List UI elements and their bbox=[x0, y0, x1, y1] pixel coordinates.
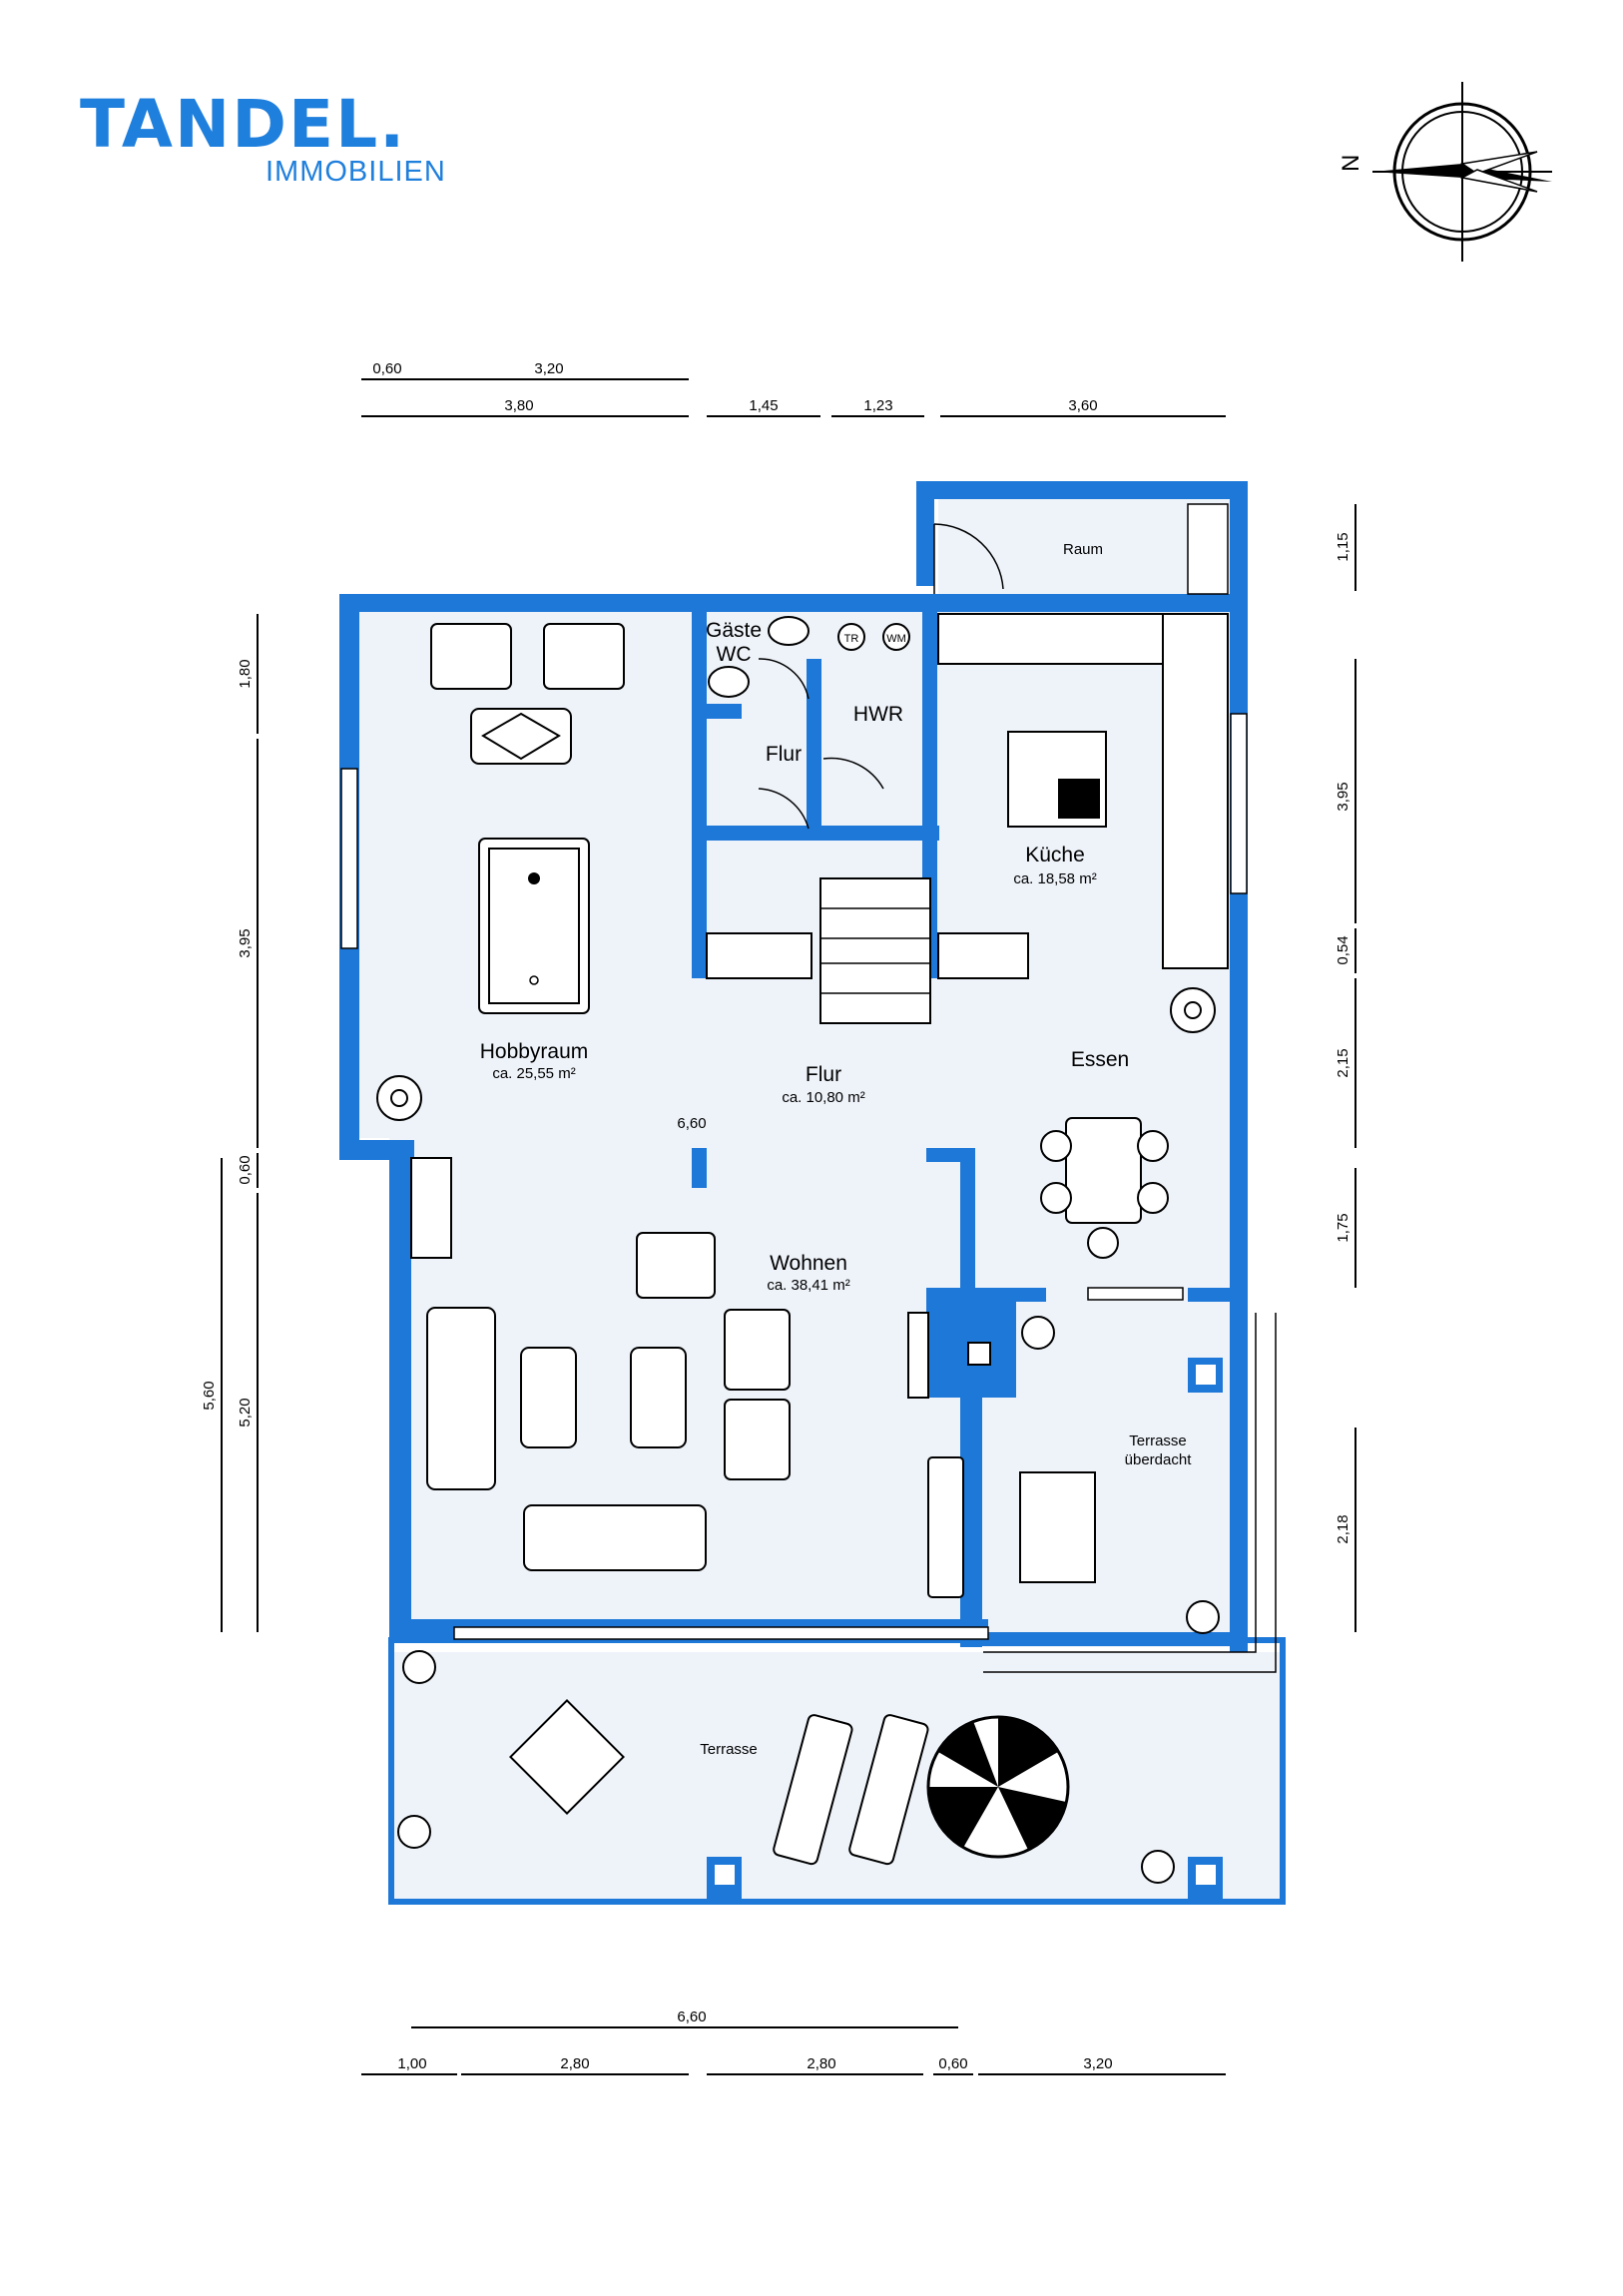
dim-left-1-80: 1,80 bbox=[237, 659, 254, 688]
outdoor-table-icon bbox=[1019, 1471, 1096, 1583]
dim-bottom-0-60: 0,60 bbox=[938, 2055, 967, 2072]
dim-left-5-20: 5,20 bbox=[237, 1398, 254, 1427]
compass-north-label: N bbox=[1338, 155, 1364, 172]
washer-icon: TR WM bbox=[837, 623, 910, 651]
room-hwr-label: HWR bbox=[853, 703, 903, 726]
terrace-railing bbox=[983, 1313, 1277, 1673]
room-kueche-label: Küche bbox=[1025, 844, 1085, 866]
toilet-icon bbox=[708, 616, 810, 698]
plant-icon bbox=[376, 987, 1220, 1884]
dim-top-3-80: 3,80 bbox=[504, 397, 533, 414]
dim-right-1-75: 1,75 bbox=[1335, 1213, 1352, 1242]
parasol-icon bbox=[926, 1715, 1070, 1859]
dim-bottom-6-60: 6,60 bbox=[677, 2009, 706, 2025]
room-labels: Raum Gäste WC HWR Flur Küche ca. 18,58 m… bbox=[480, 541, 1192, 1758]
compass-icon: N bbox=[1338, 82, 1552, 262]
dim-top-1-45: 1,45 bbox=[749, 397, 778, 414]
billiard-table-icon bbox=[478, 838, 590, 1014]
dining-table-icon bbox=[1040, 1117, 1169, 1259]
walls bbox=[339, 481, 1286, 1905]
dim-right-0-54: 0,54 bbox=[1335, 935, 1352, 964]
garden-table-icon bbox=[509, 1699, 625, 1815]
dim-right-1-15: 1,15 bbox=[1335, 532, 1352, 561]
room-wohnen-area: ca. 38,41 m² bbox=[767, 1277, 849, 1294]
room-essen-label: Essen bbox=[1071, 1048, 1129, 1071]
dim-bottom-2-80b: 2,80 bbox=[807, 2055, 835, 2072]
dimension-labels: 0,60 3,20 3,80 1,45 1,23 3,60 6,60 1,00 … bbox=[201, 360, 1352, 2072]
dim-bottom-3-20: 3,20 bbox=[1083, 2055, 1112, 2072]
room-gaeste-wc-label-1: Gäste bbox=[706, 619, 762, 642]
room-flur-label: Flur bbox=[806, 1063, 841, 1086]
dryer-label: TR bbox=[844, 633, 859, 645]
dim-top-3-60: 3,60 bbox=[1068, 397, 1097, 414]
room-flur-area: ca. 10,80 m² bbox=[782, 1089, 864, 1106]
kitchen-counter-icon bbox=[937, 613, 1229, 969]
coffee-table-icon bbox=[520, 1347, 687, 1448]
room-kueche-area: ca. 18,58 m² bbox=[1013, 870, 1096, 887]
brand-logo-subtitle: IMMOBILIEN bbox=[266, 156, 446, 188]
dim-top-0-60: 0,60 bbox=[372, 360, 401, 377]
dim-left-5-60: 5,60 bbox=[201, 1381, 218, 1410]
room-gaeste-wc-label-2: WC bbox=[717, 643, 752, 666]
dim-top-3-20: 3,20 bbox=[534, 360, 563, 377]
room-terrasse-label: Terrasse bbox=[700, 1741, 758, 1758]
armchair-icon bbox=[430, 623, 625, 690]
dim-right-3-95: 3,95 bbox=[1335, 782, 1352, 811]
room-flur-small-label: Flur bbox=[766, 743, 802, 766]
room-hobbyraum-label: Hobbyraum bbox=[480, 1040, 589, 1063]
dim-top-1-23: 1,23 bbox=[863, 397, 892, 414]
dim-right-2-18: 2,18 bbox=[1335, 1514, 1352, 1543]
room-hobbyraum-area: ca. 25,55 m² bbox=[492, 1065, 575, 1082]
dim-bottom-2-80a: 2,80 bbox=[560, 2055, 589, 2072]
sun-lounger-icon bbox=[773, 1714, 929, 1866]
dim-left-0-60: 0,60 bbox=[237, 1155, 254, 1184]
coffee-table-icon bbox=[470, 708, 572, 765]
fireplace-icon bbox=[907, 1312, 991, 1399]
dim-left-3-95: 3,95 bbox=[237, 928, 254, 957]
stairs-icon bbox=[706, 877, 1029, 1024]
brand-logo-text: TANDEL. bbox=[80, 86, 407, 163]
dim-right-2-15: 2,15 bbox=[1335, 1048, 1352, 1077]
sofa-icon bbox=[426, 1232, 791, 1571]
room-terrasse-ueberdacht-label-1: Terrasse bbox=[1129, 1433, 1187, 1449]
doors bbox=[758, 523, 1004, 830]
dimension-lines bbox=[221, 378, 1356, 2075]
dim-interior-6-60: 6,60 bbox=[677, 1115, 706, 1132]
room-raum-label: Raum bbox=[1063, 541, 1103, 558]
washer-label: WM bbox=[886, 633, 906, 645]
sideboard-icon bbox=[927, 1456, 964, 1598]
shelf-icon bbox=[410, 1157, 452, 1259]
room-wohnen-label: Wohnen bbox=[770, 1252, 847, 1275]
room-terrasse-ueberdacht-label-2: überdacht bbox=[1125, 1451, 1193, 1468]
windows bbox=[340, 503, 1248, 1640]
dim-bottom-1-00: 1,00 bbox=[397, 2055, 426, 2072]
